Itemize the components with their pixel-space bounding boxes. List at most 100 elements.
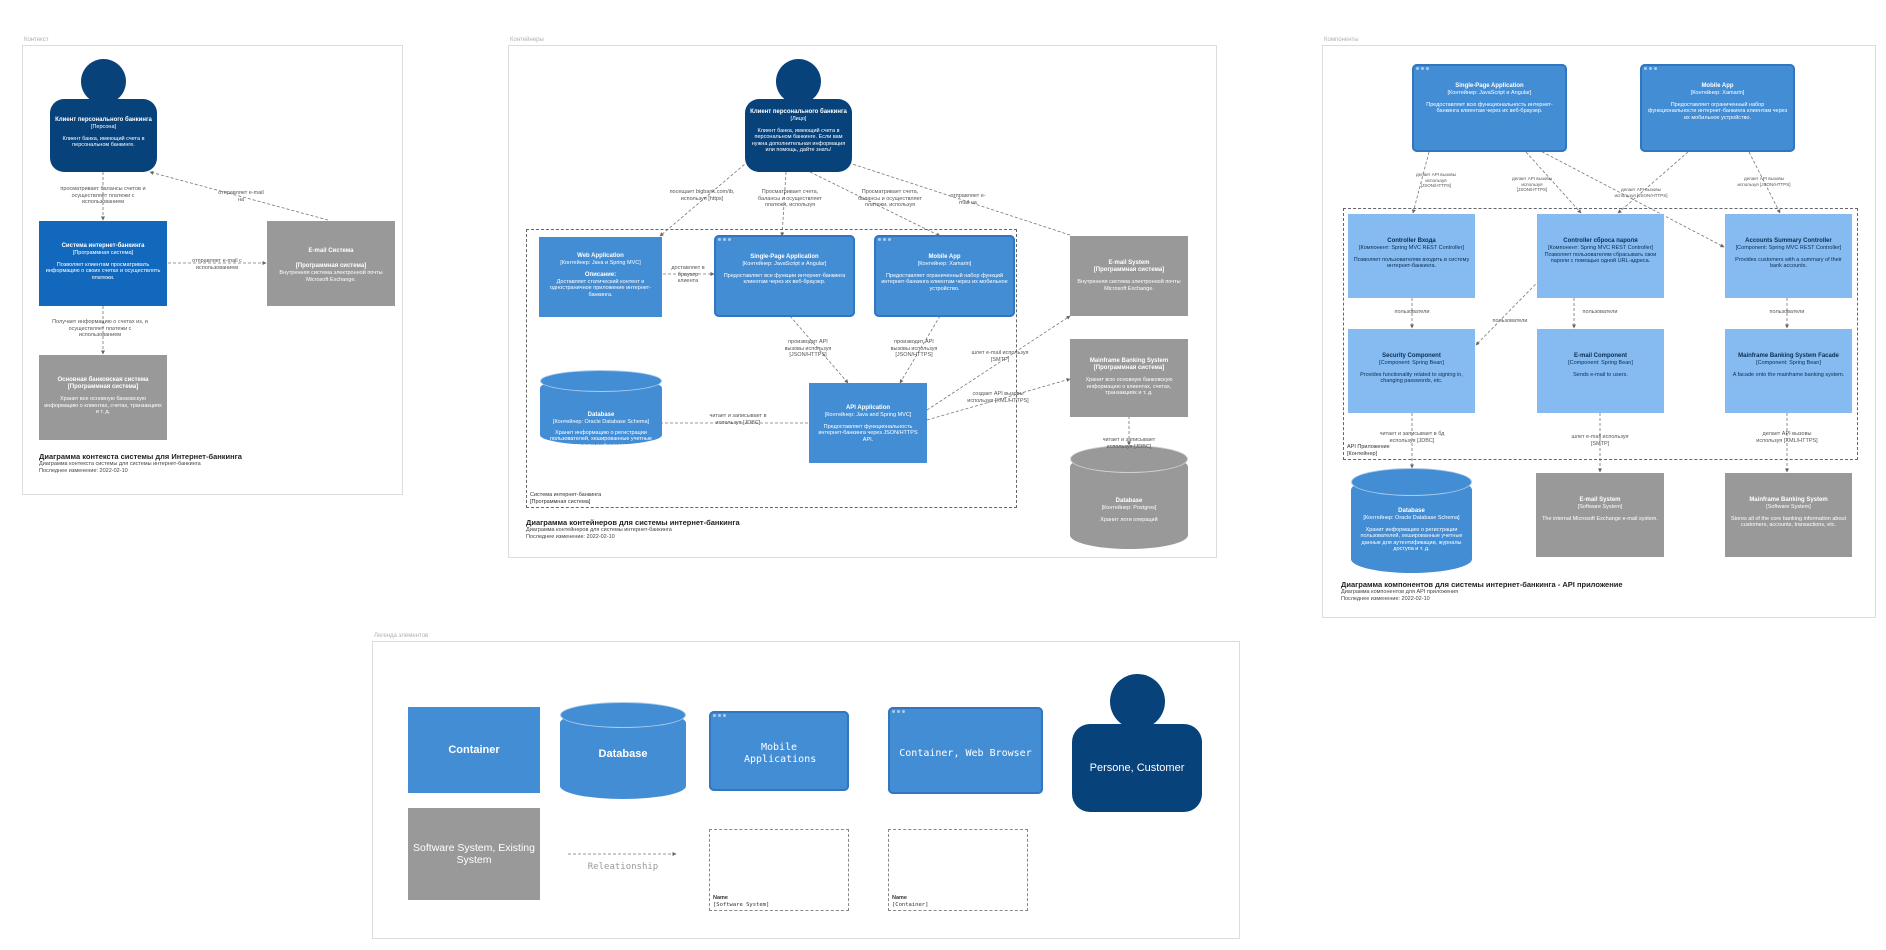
cnt-api-application[interactable]: API Application [Контейнер: Java and Spr…: [809, 383, 927, 463]
cnt-person-body: Клиент персонального банкинга [Лицо] Кли…: [745, 99, 852, 172]
cnt-db2-title: Database: [1115, 498, 1143, 504]
cmp-single-page-application[interactable]: Single-Page Application [Контейнер: Java…: [1412, 64, 1567, 152]
cmp-accounts-summary-controller[interactable]: Accounts Summary Controller [Component: …: [1725, 214, 1852, 298]
cmp-db-type: [Контейнер: Oracle Database Schema]: [1363, 515, 1460, 521]
cnt-mobile-bar: [878, 238, 1011, 243]
ctx-internet-banking-system[interactable]: Система интернет-банкинга [Программная с…: [39, 221, 167, 306]
legend-mobile-applications[interactable]: Mobile Applications: [709, 711, 849, 791]
legend-browser-bar: [892, 710, 1039, 715]
cnt-spa-browser-bar: [718, 238, 851, 243]
cnt-rel-xml: создает API вызовы используя [XML/HTTPS]: [967, 391, 1029, 404]
ctx-person-title: Клиент персонального банкинга: [55, 117, 152, 123]
cnt-db-text: Database [Контейнер: Oracle Database Sch…: [546, 412, 656, 456]
cmp-mainframe-desc: Stores all of the core banking informati…: [1730, 515, 1847, 529]
legend-database[interactable]: Database: [560, 702, 686, 799]
cmp-signin-controller[interactable]: Controller Входа [Компонент: Spring MVC …: [1348, 214, 1475, 298]
cmp-rel-uses3: пользователи: [1582, 309, 1618, 315]
cmp-summary-title: Accounts Summary Controller: [1745, 238, 1832, 244]
cmp-boundary-type: [Контейнер]: [1347, 450, 1378, 457]
legend-db-text: Database: [566, 744, 680, 762]
cnt-db2-top: [1070, 445, 1188, 473]
cmp-rel-api1: делает API вызовы используя [JSON/HTTPS]: [1415, 172, 1457, 188]
cnt-database[interactable]: Database [Контейнер: Oracle Database Sch…: [540, 370, 662, 455]
context-frame-label: Контекст: [24, 37, 49, 43]
cnt-mobile-title: Mobile App: [928, 254, 961, 260]
legend-software-system[interactable]: Software System, Existing System: [408, 808, 540, 900]
ctx-email-title: E-mail Система: [308, 248, 354, 254]
cmp-spa-desc: Предоставляет всю функциональность интер…: [1426, 101, 1553, 115]
cnt-web-type: [Контейнер: Java и Spring MVC]: [560, 260, 641, 266]
cmp-signin-desc: Позволяет пользователям входить в систем…: [1353, 256, 1470, 270]
cnt-diagram-title: Диаграмма контейнеров для системы интерн…: [526, 518, 926, 540]
ctx-subtitle: Диаграмма контекста системы для системы …: [39, 461, 201, 467]
ctx-ibs-type: [Программная система]: [72, 250, 134, 256]
cnt-email-title: E-mail System: [1108, 260, 1150, 266]
legend-b2-name: Name: [892, 895, 907, 901]
cmp-security-component[interactable]: Security Component [Component: Spring Be…: [1348, 329, 1475, 413]
ctx-person[interactable]: Клиент персонального банкинга [Персона] …: [50, 59, 157, 172]
legend-relationship-label: Releationship: [587, 862, 659, 872]
legend-container[interactable]: Container: [408, 707, 540, 793]
cnt-person[interactable]: Клиент персонального банкинга [Лицо] Кли…: [745, 59, 852, 172]
cmp-security-type: [Component: Spring Bean]: [1379, 360, 1444, 366]
cmp-signin-type: [Компонент: Spring MVC REST Controller]: [1359, 245, 1464, 251]
legend-person[interactable]: Persone, Customer: [1072, 674, 1202, 812]
cnt-mainframe-system[interactable]: Mainframe Banking System [Программная си…: [1070, 339, 1188, 417]
cnt-single-page-application[interactable]: Single-Page Application [Контейнер: Java…: [714, 235, 855, 317]
cmp-mobile-app[interactable]: Mobile App [Контейнер: Xamarin] Предоста…: [1640, 64, 1795, 152]
cnt-mobile-app[interactable]: Mobile App [Контейнер: Xamarin] Предоста…: [874, 235, 1015, 317]
ctx-date: Последнее изменение: 2022-02-10: [39, 467, 128, 474]
cmp-email-desc: The internal Microsoft Exchange e-mail s…: [1542, 515, 1658, 522]
ctx-mainframe-system[interactable]: Основная банковская система [Программная…: [39, 355, 167, 440]
cnt-db-desc: Хранит информацию о регистрации пользова…: [550, 429, 652, 456]
cmp-mainframe-system[interactable]: Mainframe Banking System [Software Syste…: [1725, 473, 1852, 557]
legend-b1-name: Name: [713, 895, 728, 901]
cnt-web-application[interactable]: Web Application [Контейнер: Java и Sprin…: [539, 237, 662, 317]
legend-web-browser[interactable]: Container, Web Browser: [888, 707, 1043, 794]
cmp-db-text: Database [Контейнер: Oracle Database Sch…: [1357, 508, 1466, 553]
cmp-email-system[interactable]: E-mail System [Software System] The inte…: [1536, 473, 1664, 557]
cmp-signin-title: Controller Входа: [1387, 238, 1436, 244]
ctx-person-body: Клиент персонального банкинга [Персона] …: [50, 99, 157, 172]
legend-container-boundary: Name [Container]: [888, 829, 1028, 911]
cnt-web-title: Web Application: [577, 253, 624, 259]
cmp-db-title: Database: [1398, 508, 1425, 514]
cnt-spa-type: [Контейнер: JavaScript и Angular]: [742, 261, 827, 267]
cmp-spa-inner: Single-Page Application [Контейнер: Java…: [1416, 73, 1563, 148]
ctx-email-system[interactable]: E-mail Система [Программная система] Вну…: [267, 221, 395, 306]
ctx-rel-email: отправляет e-mail с использованием: [192, 258, 242, 271]
cmp-database[interactable]: Database [Контейнер: Oracle Database Sch…: [1351, 468, 1472, 573]
ctx-mainframe-title: Основная банковская система: [57, 377, 149, 383]
cnt-api-type: [Контейнер: Java and Spring MVC]: [824, 412, 912, 418]
cmp-mainframe-type: [Software System]: [1766, 504, 1811, 510]
cmp-spa-title: Single-Page Application: [1455, 83, 1524, 89]
cnt-mainframe-type: [Программная система]: [1093, 365, 1165, 371]
legend-mobile-inner: Mobile Applications: [713, 720, 845, 787]
cmp-reset-password-controller[interactable]: Controller сброса пароля [Компонент: Spr…: [1537, 214, 1664, 298]
cnt-spa-desc: Предоставляет все функции интернет-банки…: [723, 272, 846, 286]
cmp-facade-desc: A facade onto the mainframe banking syst…: [1732, 371, 1845, 378]
ctx-mainframe-type: [Программная система]: [67, 384, 139, 390]
cmp-email-component[interactable]: E-mail Component [Component: Spring Bean…: [1537, 329, 1664, 413]
cnt-db-type: [Контейнер: Oracle Database Schema]: [552, 419, 650, 425]
ctx-ibs-desc: Позволяет клиентам просматривать информа…: [45, 261, 161, 281]
cnt-mobile-inner: Mobile App [Контейнер: Xamarin] Предоста…: [878, 244, 1011, 313]
cmp-rel-smtp: шлет e-mail используя [SMTP]: [1571, 434, 1629, 447]
cnt-db-top: [540, 370, 662, 392]
cmp-mainframe-facade[interactable]: Mainframe Banking System Facade [Compone…: [1725, 329, 1852, 413]
cmp-db-top: [1351, 468, 1472, 496]
cnt-rel-views-mobile: Просматривает счета, балансы и осуществл…: [858, 189, 922, 208]
cmp-rel-api2: делает API вызовы используя [JSON/HTTPS]: [1511, 176, 1553, 192]
cmp-spa-type: [Контейнер: JavaScript и Angular]: [1447, 90, 1532, 96]
cnt-api-desc: Предоставляет функциональность интернет-…: [818, 423, 918, 443]
cnt-email-system[interactable]: E-mail System [Программная система] Внут…: [1070, 236, 1188, 316]
cnt-rel-visits: посещает bigbank.com/ib, используя [http…: [669, 189, 735, 202]
cnt-spa-inner: Single-Page Application [Контейнер: Java…: [718, 244, 851, 313]
cnt-rel-jdbc: читает и записывает в используя [JDBC]: [709, 413, 767, 426]
cnt-person-title: Клиент персонального банкинга: [750, 109, 847, 115]
cmp-diagram-title: Диаграмма компонентов для системы интерн…: [1341, 580, 1761, 602]
cnt-database-postgres[interactable]: Database [Контейнер: Postgres] Хранит ло…: [1070, 445, 1188, 549]
cmp-mobile-title: Mobile App: [1701, 83, 1734, 89]
ctx-rel-view: просматривает балансы счетов и осуществл…: [60, 186, 146, 205]
ctx-title: Диаграмма контекста системы для Интернет…: [39, 452, 242, 461]
